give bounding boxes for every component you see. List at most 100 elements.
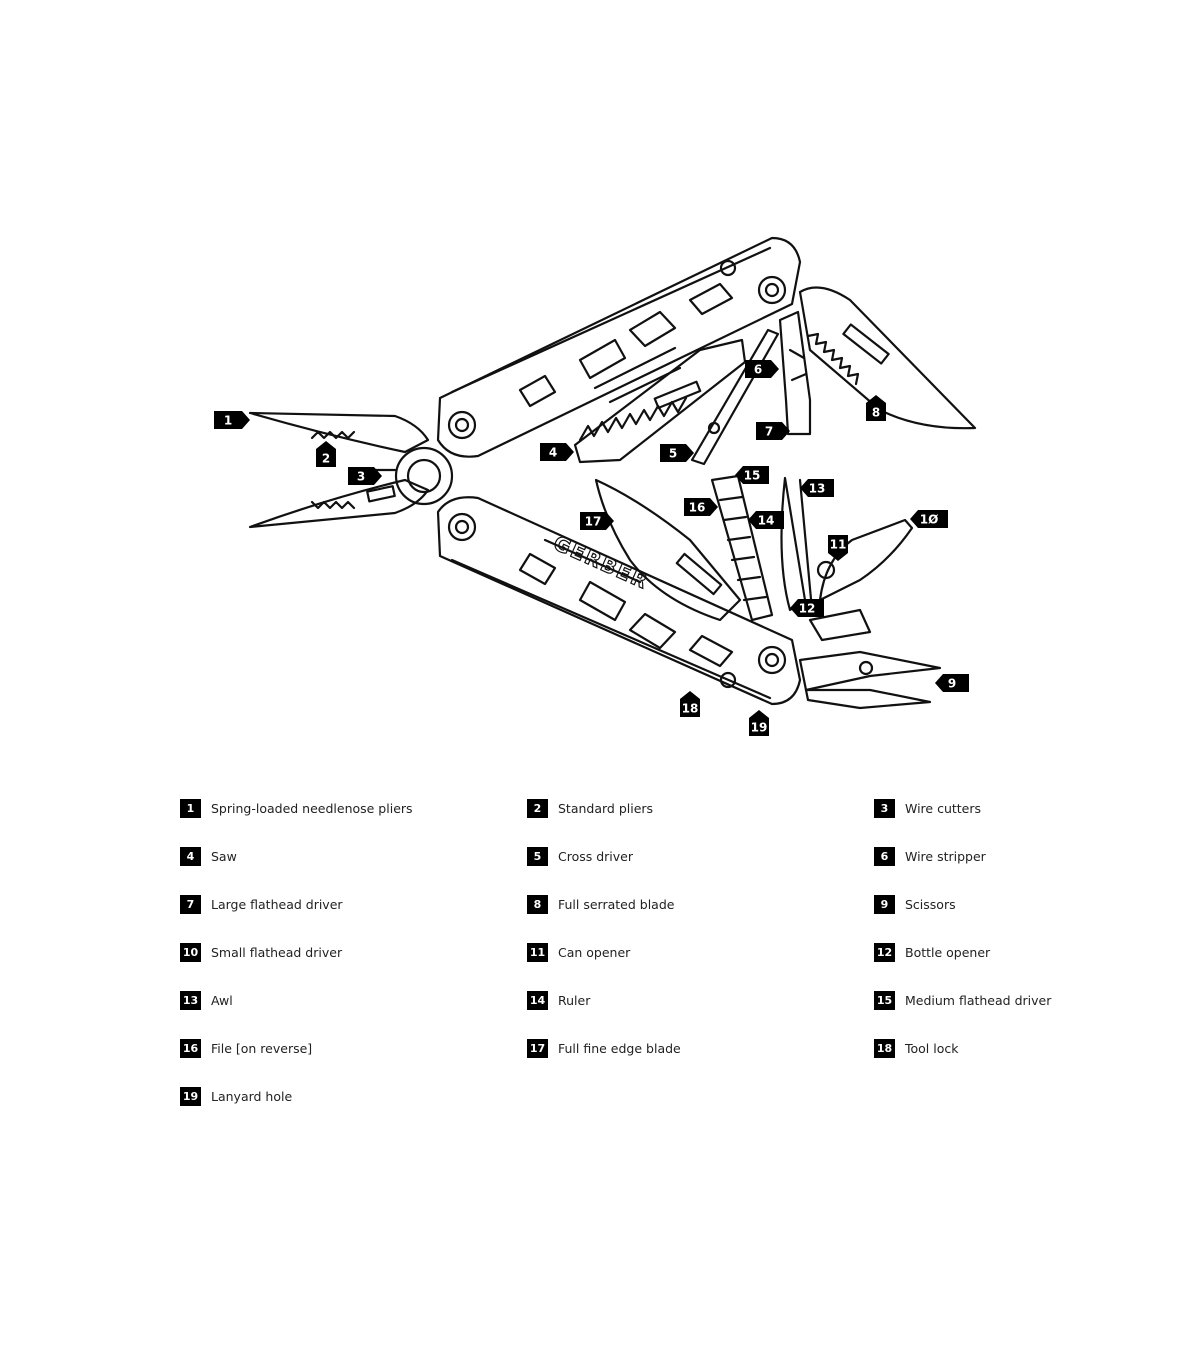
legend-number-badge: 2 [527, 798, 548, 818]
callout-tag-label: 2 [322, 452, 330, 466]
legend-item-7: 7 Large flathead driver [180, 894, 343, 914]
legend-number-badge: 18 [874, 1038, 895, 1058]
callout-tag-16: 16 [684, 498, 718, 516]
legend-number-badge: 1 [180, 798, 201, 818]
legend-label: Lanyard hole [211, 1088, 293, 1104]
callout-tag-3: 3 [348, 467, 382, 485]
callout-tag-label: 11 [830, 538, 847, 552]
callout-tag-label: 1Ø [920, 513, 939, 527]
legend-item-11: 11 Can opener [527, 942, 630, 962]
callout-tag-shape [214, 411, 250, 429]
legend-label: Wire cutters [905, 800, 982, 816]
legend-item-13: 13 Awl [180, 990, 233, 1010]
can-opener-icon [808, 518, 914, 642]
legend-item-15: 15 Medium flathead driver [874, 990, 1051, 1010]
legend-number-badge: 6 [874, 846, 895, 866]
callout-tag-shape [790, 599, 824, 617]
legend-number-badge: 16 [180, 1038, 201, 1058]
callout-tag-shape [745, 360, 779, 378]
legend-item-17: 17 Full fine edge blade [527, 1038, 681, 1058]
callout-tag-label: 6 [754, 363, 762, 377]
legend-number-badge: 3 [874, 798, 895, 818]
cross-driver-icon [690, 328, 780, 466]
callout-tag-8: 8 [866, 395, 886, 421]
callout-tag-label: 17 [585, 515, 602, 529]
legend-number-badge: 12 [874, 942, 895, 962]
callout-tag-shape [910, 510, 948, 528]
legend-item-9: 9 Scissors [874, 894, 956, 914]
legend-label: Wire stripper [905, 848, 986, 864]
legend-label: Tool lock [905, 1040, 959, 1056]
callout-tag-9: 9 [935, 674, 969, 692]
callout-tag-shape [749, 710, 769, 736]
callout-tag-shape [748, 511, 784, 529]
callout-tag-shape [540, 443, 574, 461]
callout-tag-shape [660, 444, 694, 462]
legend-item-3: 3 Wire cutters [874, 798, 981, 818]
lower-handle [436, 496, 802, 706]
pliers-icon [248, 411, 454, 529]
callout-tag-label: 9 [948, 677, 956, 691]
legend-label: Saw [211, 848, 237, 864]
callout-tag-label: 5 [669, 447, 677, 461]
legend-number-badge: 7 [180, 894, 201, 914]
awl-icon [780, 476, 814, 612]
legend-item-6: 6 Wire stripper [874, 846, 986, 866]
legend-number-badge: 14 [527, 990, 548, 1010]
callout-tag-shape [756, 422, 790, 440]
callout-tag-label: 15 [744, 469, 761, 483]
callout-tag-10: 1Ø [910, 510, 948, 528]
callout-tag-label: 14 [758, 514, 775, 528]
upper-handle [436, 236, 802, 458]
scissors-icon [798, 650, 942, 710]
legend-item-2: 2 Standard pliers [527, 798, 653, 818]
legend-label: Awl [211, 992, 233, 1008]
legend-number-badge: 9 [874, 894, 895, 914]
callout-tag-shape [828, 535, 848, 561]
callout-tag-15: 15 [735, 466, 769, 484]
legend-label: Large flathead driver [211, 896, 343, 912]
legend-item-14: 14 Ruler [527, 990, 590, 1010]
callout-tag-shape [735, 466, 769, 484]
legend-number-badge: 13 [180, 990, 201, 1010]
legend-item-18: 18 Tool lock [874, 1038, 959, 1058]
callout-tag-shape [800, 479, 834, 497]
callout-tag-6: 6 [745, 360, 779, 378]
legend-number-badge: 11 [527, 942, 548, 962]
legend-number-badge: 17 [527, 1038, 548, 1058]
legend-label: Can opener [558, 944, 631, 960]
callout-tag-4: 4 [540, 443, 574, 461]
callout-tag-shape [580, 512, 614, 530]
callout-tag-1: 1 [214, 411, 250, 429]
callout-tag-label: 8 [872, 406, 880, 420]
legend-label: Medium flathead driver [905, 992, 1052, 1008]
callout-tag-shape [684, 498, 718, 516]
callout-tag-shape [935, 674, 969, 692]
callout-tag-11: 11 [828, 535, 848, 561]
legend-label: Ruler [558, 992, 591, 1008]
callout-tag-12: 12 [790, 599, 824, 617]
legend-number-badge: 15 [874, 990, 895, 1010]
callout-tag-14: 14 [748, 511, 784, 529]
callout-tag-2: 2 [316, 441, 336, 467]
callout-tag-label: 7 [765, 425, 773, 439]
legend-label: Standard pliers [558, 800, 654, 816]
callout-tag-label: 13 [809, 482, 826, 496]
callout-tag-label: 4 [549, 446, 557, 460]
callout-tag-18: 18 [680, 691, 700, 717]
callout-tag-17: 17 [580, 512, 614, 530]
legend-label: Full fine edge blade [558, 1040, 681, 1056]
callout-tag-label: 19 [751, 721, 768, 735]
callout-tag-shape [866, 395, 886, 421]
legend-label: Scissors [905, 896, 956, 912]
callout-tag-7: 7 [756, 422, 790, 440]
callout-tag-shape [348, 467, 382, 485]
legend-label: Full serrated blade [558, 896, 675, 912]
